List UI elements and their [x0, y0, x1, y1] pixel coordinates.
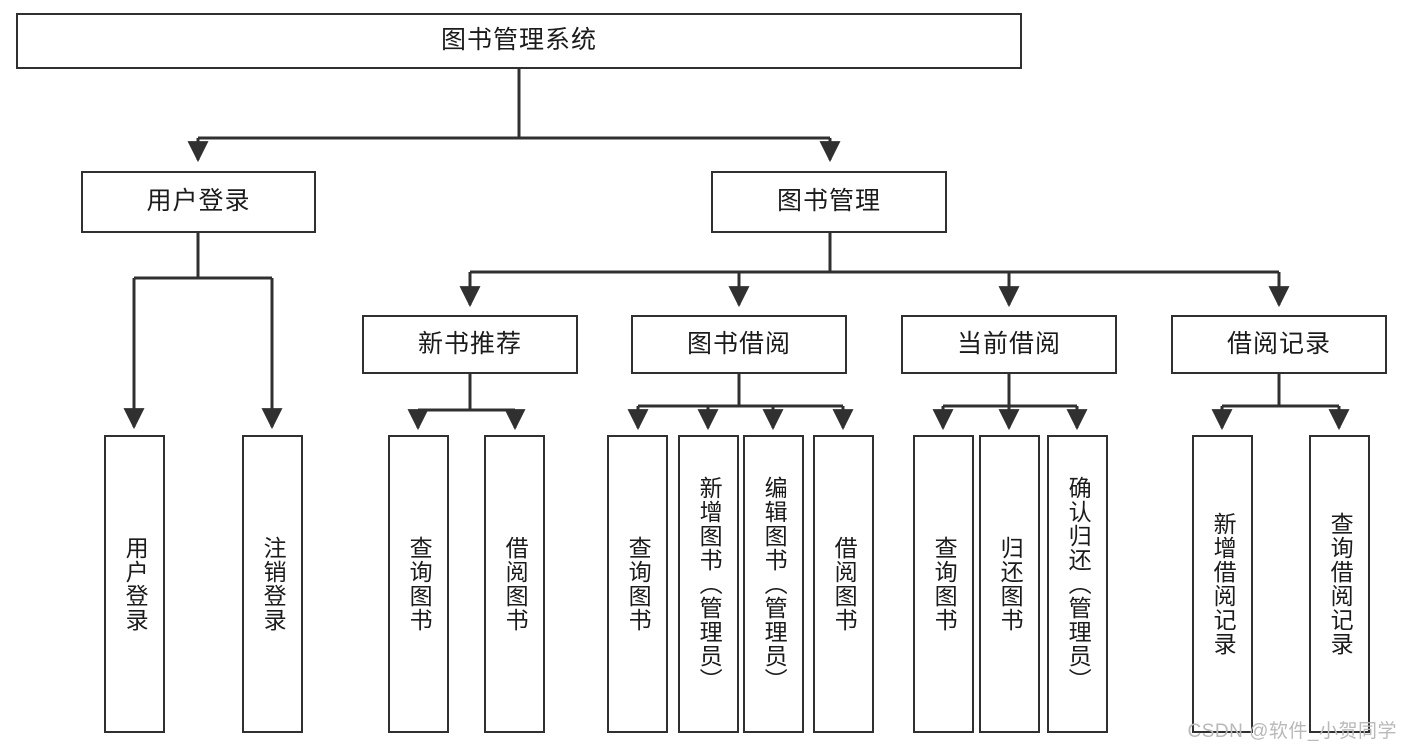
leaf-return-book[interactable]: 归还图书 — [979, 435, 1040, 733]
node-label: 查询借阅记录 — [1327, 512, 1354, 656]
node-book-borrow[interactable]: 图书借阅 — [631, 315, 847, 374]
node-label: 新书推荐 — [417, 329, 522, 358]
node-borrow-record[interactable]: 借阅记录 — [1171, 315, 1387, 374]
node-label: 借阅图书 — [831, 536, 858, 632]
node-label: 查询图书 — [625, 536, 652, 632]
node-user-login[interactable]: 用户登录 — [81, 171, 316, 233]
node-label: 确认归还（管理员） — [1065, 476, 1092, 692]
node-label: 用户登录 — [146, 187, 251, 216]
node-label: 用户登录 — [122, 536, 149, 632]
leaf-add-borrow-record[interactable]: 新增借阅记录 — [1192, 435, 1253, 733]
leaf-edit-book[interactable]: 编辑图书（管理员） — [743, 435, 804, 733]
node-label: 图书借阅 — [686, 329, 791, 358]
node-new-book-recommend[interactable]: 新书推荐 — [362, 315, 578, 374]
node-label: 借阅记录 — [1226, 329, 1331, 358]
leaf-query-borrow-record[interactable]: 查询借阅记录 — [1309, 435, 1370, 733]
node-label: 当前借阅 — [956, 329, 1061, 358]
node-label: 查询图书 — [406, 536, 433, 632]
node-label: 归还图书 — [997, 536, 1024, 632]
node-label: 新增图书（管理员） — [696, 476, 723, 692]
node-book-management[interactable]: 图书管理 — [711, 171, 947, 233]
node-label: 图书管理 — [776, 187, 881, 216]
leaf-query-book-borrow[interactable]: 查询图书 — [607, 435, 668, 733]
leaf-confirm-return[interactable]: 确认归还（管理员） — [1047, 435, 1108, 733]
csdn-watermark: CSDN @软件_小贺同学 — [1187, 721, 1397, 742]
node-label: 编辑图书（管理员） — [761, 476, 788, 692]
leaf-user-login[interactable]: 用户登录 — [104, 435, 165, 733]
node-root-book-management-system[interactable]: 图书管理系统 — [16, 13, 1022, 69]
node-label: 借阅图书 — [502, 536, 529, 632]
leaf-query-book-current[interactable]: 查询图书 — [913, 435, 974, 733]
node-label: 注销登录 — [260, 536, 287, 632]
node-current-borrow[interactable]: 当前借阅 — [901, 315, 1117, 374]
node-label: 图书管理系统 — [440, 26, 597, 55]
leaf-query-book-recommend[interactable]: 查询图书 — [388, 435, 449, 733]
leaf-borrow-book[interactable]: 借阅图书 — [813, 435, 874, 733]
node-label: 查询图书 — [931, 536, 958, 632]
node-label: 新增借阅记录 — [1210, 512, 1237, 656]
leaf-logout-login[interactable]: 注销登录 — [242, 435, 303, 733]
leaf-borrow-book-recommend[interactable]: 借阅图书 — [484, 435, 545, 733]
leaf-add-book[interactable]: 新增图书（管理员） — [678, 435, 739, 733]
